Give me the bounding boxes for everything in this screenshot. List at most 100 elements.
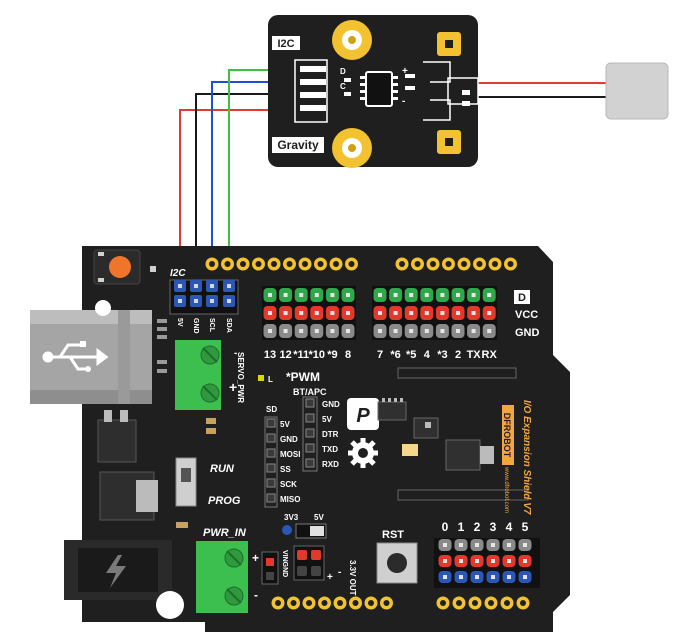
i2c-pin-label: GND bbox=[192, 318, 199, 334]
pwr-minus: - bbox=[254, 588, 258, 602]
sd-pin bbox=[266, 433, 276, 443]
prog-label: PROG bbox=[208, 495, 241, 507]
analog-header bbox=[434, 538, 540, 588]
digital-pin-label: 2 bbox=[455, 349, 461, 361]
digital-pin-label: *10 bbox=[309, 349, 326, 361]
analog-pin-label: 5 bbox=[522, 520, 529, 534]
digital-pin-label: *11 bbox=[293, 349, 309, 361]
bt-pin-label: DTR bbox=[322, 430, 339, 439]
svg-text:+: + bbox=[327, 572, 333, 583]
plus-label: + bbox=[402, 66, 408, 77]
digital-pin-label: 7 bbox=[377, 349, 383, 361]
sd-pin bbox=[266, 478, 276, 488]
pwm-label: *PWM bbox=[286, 370, 320, 384]
sd-pin-label: SCK bbox=[280, 480, 297, 489]
bt-pin-label: GND bbox=[322, 400, 340, 409]
v5-label: 5V bbox=[314, 513, 324, 522]
sd-pin-label: MOSI bbox=[280, 450, 300, 459]
digital-pin-label: RX bbox=[482, 349, 498, 361]
sd-pin bbox=[266, 418, 276, 428]
i2c-pin-label: SCL bbox=[208, 318, 215, 333]
out-33-label: 3.3V OUT bbox=[348, 560, 357, 596]
bt-pin-label: RXD bbox=[322, 460, 339, 469]
vin-gnd-label: VINGND bbox=[281, 550, 288, 577]
v3v3-label: 3V3 bbox=[284, 513, 299, 522]
sd-pin-label: SS bbox=[280, 465, 291, 474]
out-pin bbox=[297, 566, 307, 576]
sd-pin bbox=[266, 493, 276, 503]
wire-scl bbox=[211, 81, 268, 292]
orange-button[interactable] bbox=[109, 256, 131, 278]
i2c-pin-label: SDA bbox=[225, 318, 232, 333]
sd-pin-label: MISO bbox=[280, 495, 300, 504]
digital-pin-label: 12 bbox=[279, 349, 291, 361]
sensor-module: I2C Gravity D C + - bbox=[268, 15, 479, 168]
i2c-tag-text: I2C bbox=[277, 38, 294, 50]
bt-pin bbox=[305, 428, 315, 438]
digital-pin-label: TX bbox=[467, 349, 482, 361]
top-header-pads bbox=[205, 257, 517, 271]
brand-block: DFROBOT www.dfrobot.com bbox=[502, 405, 514, 513]
pin-d-label: D bbox=[340, 67, 346, 76]
wire-5v bbox=[179, 109, 268, 292]
wire-sda bbox=[228, 69, 268, 292]
pin-c-label: C bbox=[340, 82, 346, 91]
out-pin bbox=[297, 550, 307, 560]
usb-icon bbox=[42, 341, 109, 372]
out-pin bbox=[311, 566, 321, 576]
i2c-pin-labels: 5V GND SCL SDA bbox=[176, 318, 232, 334]
svg-text:P: P bbox=[356, 405, 370, 427]
out-header bbox=[293, 545, 325, 581]
bt-pin bbox=[305, 458, 315, 468]
run-label: RUN bbox=[210, 463, 235, 475]
servo-plus: + bbox=[229, 379, 237, 395]
digital-pin-label: *6 bbox=[390, 349, 400, 361]
pwr-in-label: PWR_IN bbox=[203, 527, 247, 539]
gravity-tag bbox=[272, 137, 324, 153]
sd-header: 5V GND MOSI SS SCK MISO bbox=[266, 418, 300, 504]
sd-pin bbox=[266, 463, 276, 473]
lightning-icon bbox=[106, 555, 126, 588]
bottom-header-pads bbox=[271, 596, 530, 610]
selector-led bbox=[282, 525, 292, 535]
digital-pin-label: *9 bbox=[327, 349, 337, 361]
bt-pin bbox=[305, 443, 315, 453]
analog-pin-label: 0 bbox=[442, 520, 449, 534]
bt-apc-label: BT/APC bbox=[293, 387, 327, 397]
bt-pin-label: TXD bbox=[322, 445, 338, 454]
sd-pin bbox=[266, 448, 276, 458]
bt-pin-label: 5V bbox=[322, 415, 332, 424]
gear-icon bbox=[348, 438, 378, 468]
shield-i2c-label: I2C bbox=[170, 268, 186, 279]
digital-pin-label: *5 bbox=[406, 349, 416, 361]
wire-gnd bbox=[195, 93, 268, 292]
analog-pin-label: 1 bbox=[458, 520, 465, 534]
i2c-pin-label: 5V bbox=[176, 318, 183, 327]
sd-pin-label: GND bbox=[280, 435, 298, 444]
digital-pin-label: *3 bbox=[437, 349, 447, 361]
i2c-header bbox=[169, 279, 239, 315]
rst-label: RST bbox=[382, 529, 404, 541]
i2c-tag bbox=[272, 36, 300, 50]
out-pin bbox=[311, 550, 321, 560]
sd-label: SD bbox=[266, 405, 277, 414]
brand-name: DFROBOT bbox=[502, 413, 512, 458]
led-label: L bbox=[268, 375, 273, 384]
product-name: I/O Expansion Shield V7 bbox=[521, 400, 532, 515]
sd-pin-label: 5V bbox=[280, 420, 290, 429]
pwr-plus: + bbox=[252, 551, 259, 565]
row-d-label: D bbox=[518, 292, 526, 304]
shield-ic bbox=[377, 401, 407, 421]
i2c-wires bbox=[179, 69, 606, 292]
bt-header: GND 5V DTR TXD RXD bbox=[305, 398, 340, 469]
digital-header bbox=[262, 286, 498, 340]
analog-pin-label: 4 bbox=[506, 520, 513, 534]
digital-pin-label: 4 bbox=[424, 349, 431, 361]
dfrobot-logo bbox=[347, 398, 379, 430]
analog-pin-label: 3 bbox=[490, 520, 497, 534]
row-vcc-label: VCC bbox=[515, 309, 538, 321]
